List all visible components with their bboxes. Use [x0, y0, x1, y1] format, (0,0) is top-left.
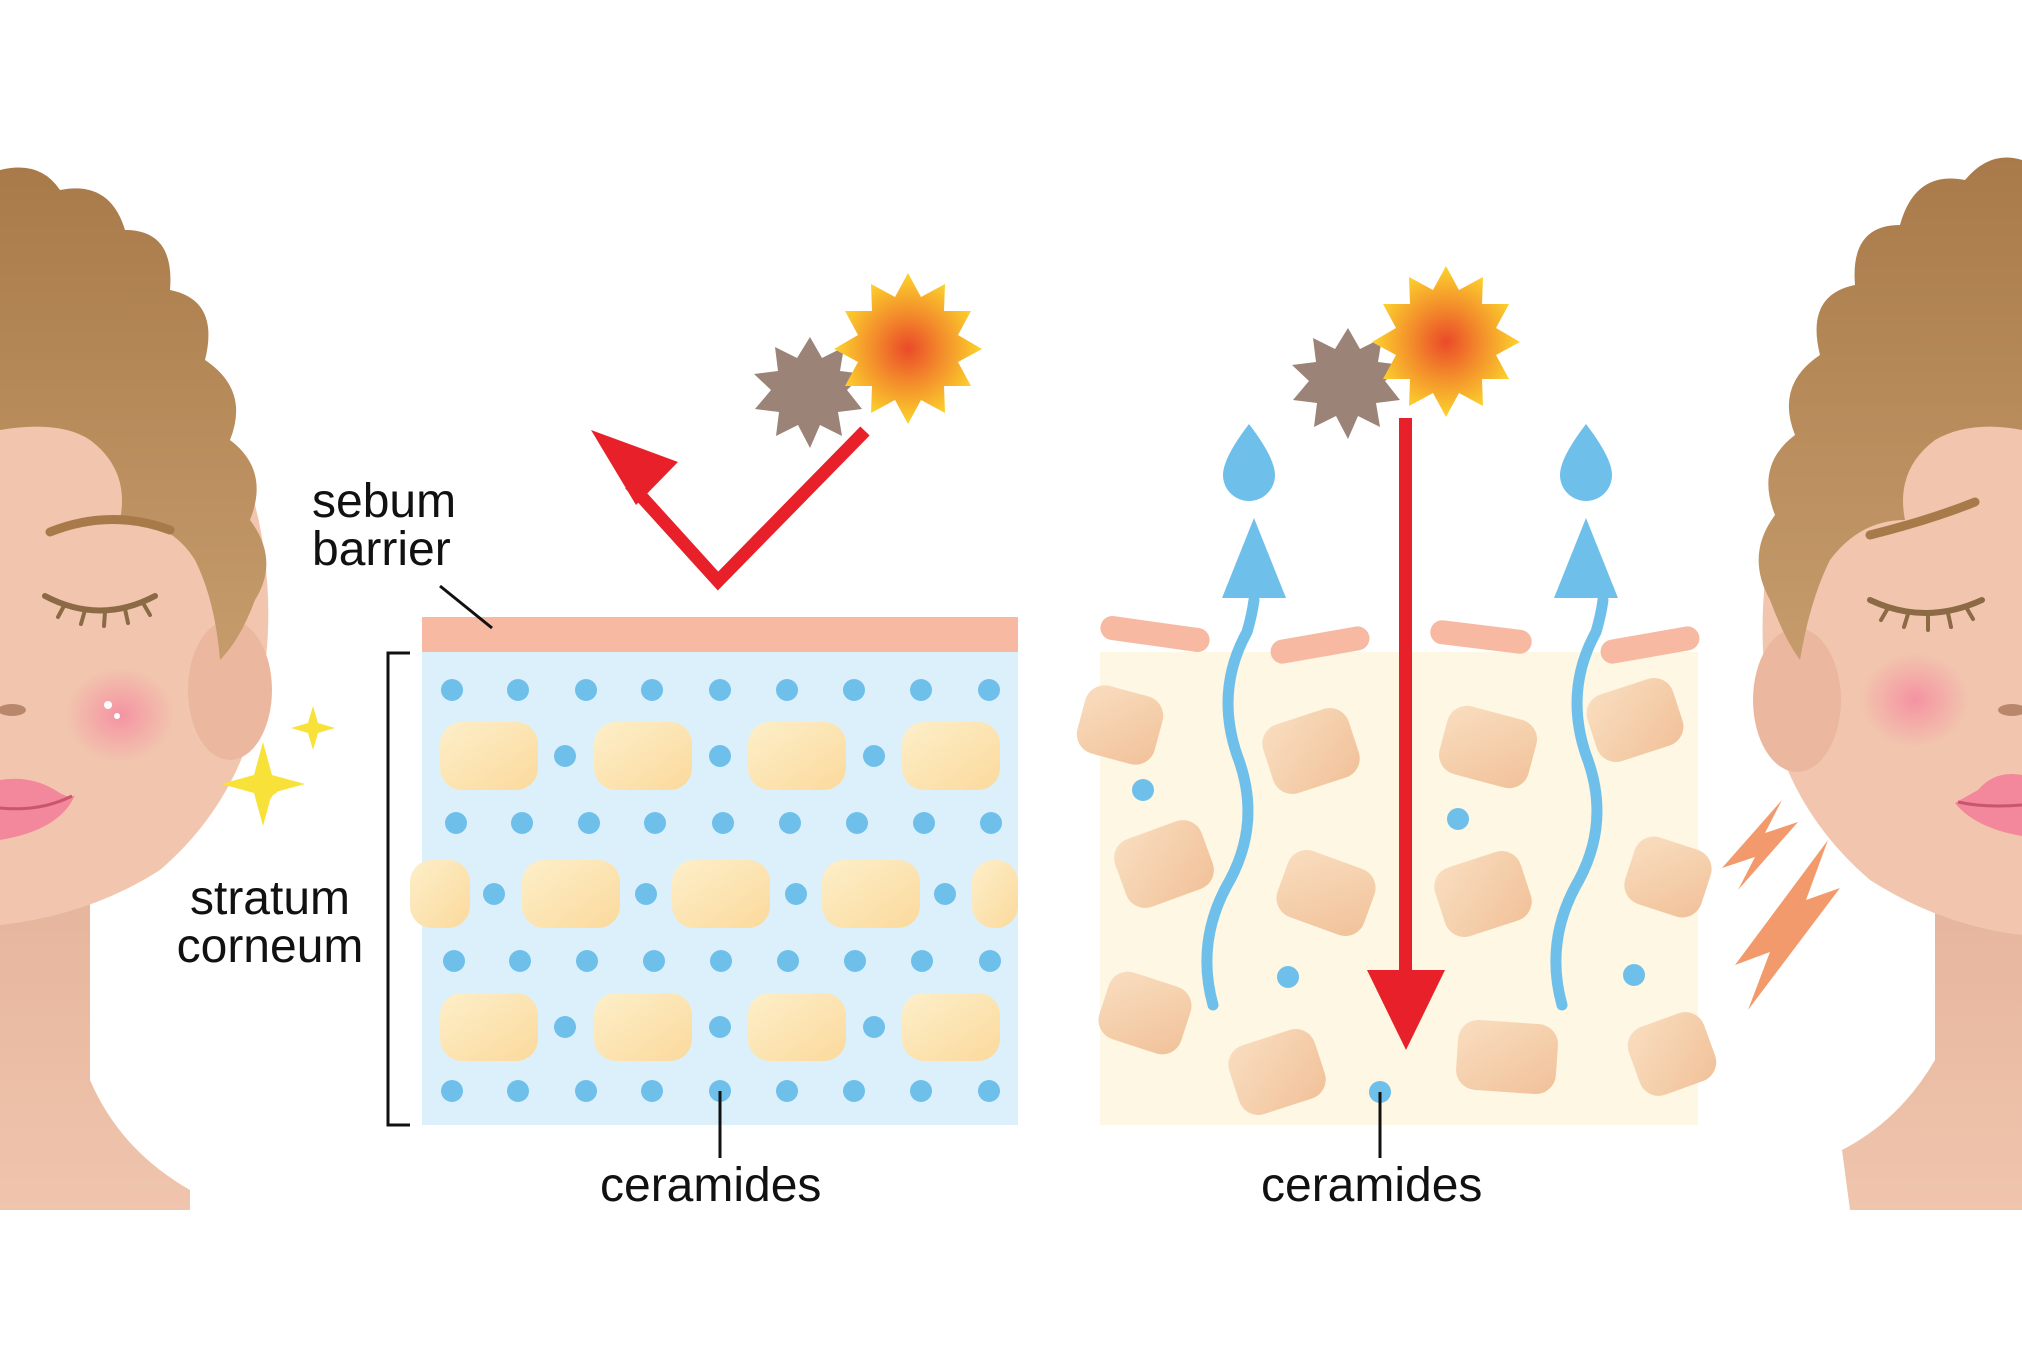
stratum-corneum-label: stratum corneum: [165, 875, 375, 971]
left-ear: [188, 620, 272, 760]
left-lips: [0, 778, 75, 840]
water-loss-arrow-left: [1201, 518, 1286, 1011]
sebum-barrier-label: sebum barrier: [312, 478, 456, 574]
left-eyebrow: [45, 515, 175, 537]
left-hair: [0, 167, 267, 660]
penetrating-red-arrow: [1367, 418, 1445, 1050]
sun-icon-right: [1372, 266, 1520, 417]
sebum-leader-line: [439, 584, 493, 630]
water-drop-icon: [1223, 424, 1612, 501]
sebum-barrier-label-line-2: barrier: [312, 523, 451, 576]
pollutant-icon-right: [1292, 328, 1402, 439]
left-blush-highlight-2: [114, 713, 120, 719]
healthy-cells: [410, 722, 1018, 1061]
sparkle-icon: [221, 706, 335, 826]
right-neck: [1842, 900, 2022, 1210]
ceramides-label-right: ceramides: [1261, 1159, 1483, 1212]
damaged-cells: [1076, 678, 1717, 1115]
right-lip-line: [1957, 800, 2022, 808]
left-nose: [0, 704, 26, 716]
sun-icon: [834, 273, 982, 424]
sebum-barrier-layer: [422, 617, 1018, 652]
right-hair: [1758, 157, 2022, 660]
stratum-bracket: [386, 651, 410, 1127]
irritation-icon: [1722, 800, 1840, 1010]
sebum-barrier-label-line-1: sebum: [312, 475, 457, 528]
happy-face-illustration: [0, 167, 272, 1210]
right-eyelashes: [1879, 605, 1975, 632]
left-eyelashes: [56, 601, 152, 628]
stratum-corneum-label-line-1: stratum: [189, 872, 351, 925]
deflected-red-arrow: [591, 426, 870, 591]
right-eyebrow: [1865, 497, 1980, 540]
right-nose: [1998, 704, 2022, 716]
ceramides-label-left: ceramides: [600, 1159, 822, 1212]
damaged-ceramides: [1132, 779, 1645, 1103]
left-neck: [0, 900, 190, 1210]
healthy-skin-panel: [386, 584, 1018, 1158]
pollutant-icon: [754, 337, 864, 448]
stratum-corneum-label-line-2: corneum: [176, 920, 364, 973]
damaged-skin-panel: [1076, 616, 1717, 1158]
right-ear: [1753, 628, 1841, 772]
left-blush: [65, 667, 175, 763]
left-blush-highlight: [104, 701, 112, 709]
healthy-ceramides: [441, 679, 1002, 1102]
water-loss-arrow-right: [1550, 518, 1618, 1011]
left-lip-line: [0, 794, 73, 811]
irritated-face-illustration: [1753, 157, 2022, 1210]
right-closed-eye: [1867, 597, 1985, 616]
broken-sebum-pieces: [1100, 616, 1700, 664]
right-blush: [1860, 652, 1970, 748]
